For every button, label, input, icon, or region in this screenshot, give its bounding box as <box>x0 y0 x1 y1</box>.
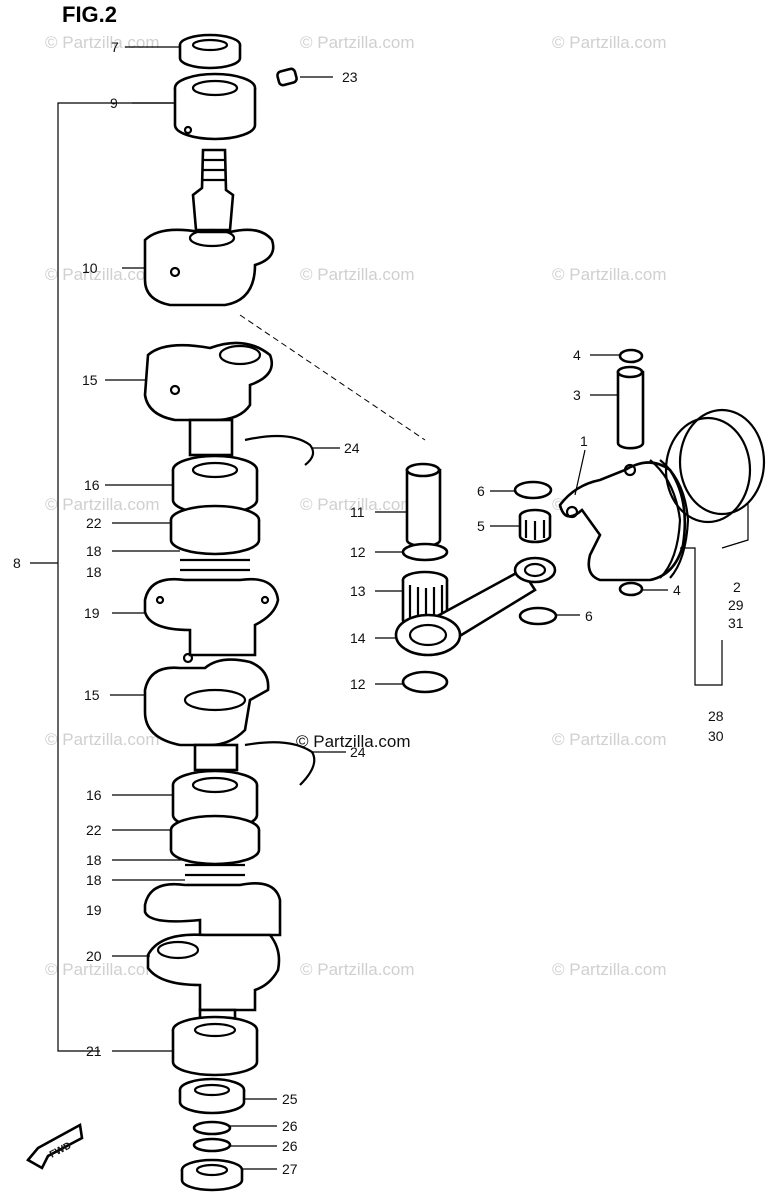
callout-2: 2 <box>733 579 741 595</box>
callout-24: 24 <box>344 440 360 456</box>
callout-4: 4 <box>673 582 681 598</box>
callout-13: 13 <box>350 583 366 599</box>
upper-bearing <box>173 72 257 141</box>
piston-pin-clip <box>618 581 644 597</box>
watermark: © Partzilla.com <box>552 33 667 52</box>
callout-3: 3 <box>573 387 581 403</box>
watermark: © Partzilla.com <box>552 960 667 979</box>
piston-pin-clip <box>618 348 644 364</box>
callout-16: 16 <box>86 787 102 803</box>
callout-12: 12 <box>350 544 366 560</box>
callout-26: 26 <box>282 1138 298 1154</box>
callout-4: 4 <box>573 347 581 363</box>
callout-11: 11 <box>350 504 365 520</box>
callout-22: 22 <box>86 515 102 531</box>
fwd-arrow: FWD <box>26 1122 84 1170</box>
callout-labels: 7 23 9 10 15 24 16 22 18 18 8 19 15 © Pa… <box>13 39 744 1177</box>
small-end-washer <box>518 606 558 626</box>
callout-27: 27 <box>282 1161 298 1177</box>
watermark: © Partzilla.com <box>300 960 415 979</box>
callout-18: 18 <box>86 852 102 868</box>
callout-15: 15 <box>82 372 98 388</box>
crank-pin <box>405 468 442 548</box>
piston-rings <box>664 408 766 524</box>
callout-31: 31 <box>728 615 744 631</box>
watermark: © Partzilla.com <box>45 730 160 749</box>
oil-seal-top <box>178 33 242 70</box>
callout-23: 23 <box>342 69 358 85</box>
callout-14: 14 <box>350 630 366 646</box>
callout-7: 7 <box>111 39 119 55</box>
small-end-bearing <box>518 508 552 544</box>
callout-5: 5 <box>477 518 485 534</box>
callout-28: 28 <box>708 708 724 724</box>
callout-18: 18 <box>86 543 102 559</box>
watermark: © Partzilla.com <box>45 960 160 979</box>
callout-16: 16 <box>84 477 100 493</box>
watermark: © Partzilla.com <box>300 265 415 284</box>
watermark-main: © Partzilla.com <box>296 732 411 751</box>
dowel-pin <box>276 67 298 87</box>
small-end-washer <box>513 480 553 500</box>
center-bearing-upper <box>169 454 261 582</box>
callout-6: 6 <box>477 483 485 499</box>
center-bearing-lower <box>169 769 261 887</box>
crank-web-mid-b <box>143 652 270 772</box>
thrust-washer <box>401 670 449 694</box>
circlip-24-lower <box>244 741 316 786</box>
watermark: © Partzilla.com <box>552 265 667 284</box>
callout-19: 19 <box>84 605 100 621</box>
figure-title: FIG.2 <box>62 2 117 27</box>
leader-lines <box>30 46 668 1170</box>
watermark: © Partzilla.com <box>45 265 160 284</box>
piston-assembly <box>239 314 766 694</box>
washers-26 <box>192 1120 232 1153</box>
callout-29: 29 <box>728 597 744 613</box>
callout-24: 24 <box>350 744 366 760</box>
callout-18: 18 <box>86 872 102 888</box>
callout-6: 6 <box>585 608 593 624</box>
callout-26: 26 <box>282 1118 298 1134</box>
callout-10: 10 <box>82 260 98 276</box>
callout-9: 9 <box>110 95 118 111</box>
upper-crankshaft <box>143 148 275 307</box>
callout-21: 21 <box>86 1043 102 1059</box>
callout-19: 19 <box>86 902 102 918</box>
callout-8: 8 <box>13 555 21 571</box>
lower-bearing <box>171 1015 259 1077</box>
piston-pin <box>616 370 645 450</box>
callout-22: 22 <box>86 822 102 838</box>
callout-20: 20 <box>86 948 102 964</box>
callout-15: 15 <box>84 687 100 703</box>
circlip-24-upper <box>244 434 315 466</box>
bottom-seal-housing <box>180 1158 244 1192</box>
watermark: © Partzilla.com <box>300 33 415 52</box>
crank-web-lower <box>143 882 282 1032</box>
crankshaft-assembly <box>143 33 298 1192</box>
watermark: © Partzilla.com <box>300 495 415 514</box>
watermark: © Partzilla.com <box>45 33 160 52</box>
crank-web-upper <box>143 341 274 457</box>
watermark: © Partzilla.com <box>45 495 160 514</box>
piston <box>558 459 690 582</box>
callout-30: 30 <box>708 728 724 744</box>
oil-seal-lower <box>178 1077 246 1115</box>
watermark: © Partzilla.com <box>552 730 667 749</box>
callout-18: 18 <box>86 564 102 580</box>
crank-web-mid-a <box>143 577 280 657</box>
callout-12: 12 <box>350 676 366 692</box>
thrust-washer <box>401 542 449 562</box>
callout-25: 25 <box>282 1091 298 1107</box>
callout-1: 1 <box>580 433 588 449</box>
connecting-rod <box>394 556 557 657</box>
